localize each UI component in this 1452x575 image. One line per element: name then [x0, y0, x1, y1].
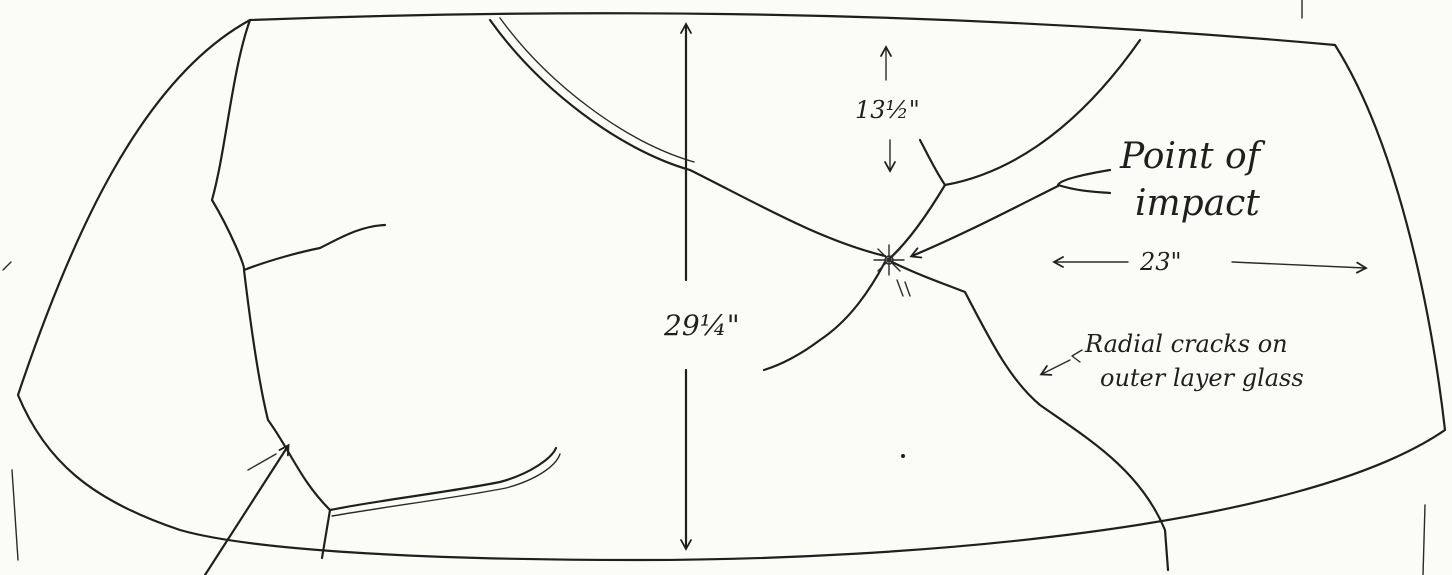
vertical-dimension-label: 29¼" [663, 309, 740, 342]
cracks-leader-bracket [1071, 349, 1083, 363]
crack-upper-arc [488, 18, 887, 258]
cracks-leader-arrow [1039, 359, 1071, 376]
lower-left-arrow [203, 443, 290, 575]
windshield-outline [16, 12, 1447, 562]
crack-upper-right [888, 38, 1142, 260]
crack-lower-left-double [331, 453, 561, 517]
horizontal-dimension-arrow-right [1231, 261, 1368, 274]
impact-label-line1: Point of [1119, 136, 1266, 177]
lower-left-arrow-tail [247, 453, 277, 471]
right-edge-tick-lower [1422, 504, 1426, 575]
impact-offset-label: 13½" [855, 96, 920, 124]
crack-lower-from-impact [762, 260, 887, 372]
glass-mark-dot [901, 454, 905, 458]
left-edge-tick-upper [2, 261, 12, 271]
crack-left-branch [242, 223, 387, 272]
cracks-label-line2: outer layer glass [1100, 364, 1304, 392]
crack-right-down [890, 260, 1170, 572]
impact-leader-bracket [1056, 168, 1112, 195]
crack-left-vertical [210, 18, 332, 560]
crack-upper-arc-double [499, 17, 695, 163]
crack-upper-right-branch [918, 138, 947, 187]
impact-label-line2: impact [1135, 183, 1260, 224]
cracks-label-line1: Radial cracks on [1084, 330, 1288, 358]
left-edge-tick [11, 469, 19, 561]
impact-starburst [873, 244, 911, 297]
impact-leader-arrow [909, 184, 1060, 259]
crack-lower-left [328, 446, 558, 512]
horizontal-dimension-label: 23" [1139, 248, 1182, 276]
